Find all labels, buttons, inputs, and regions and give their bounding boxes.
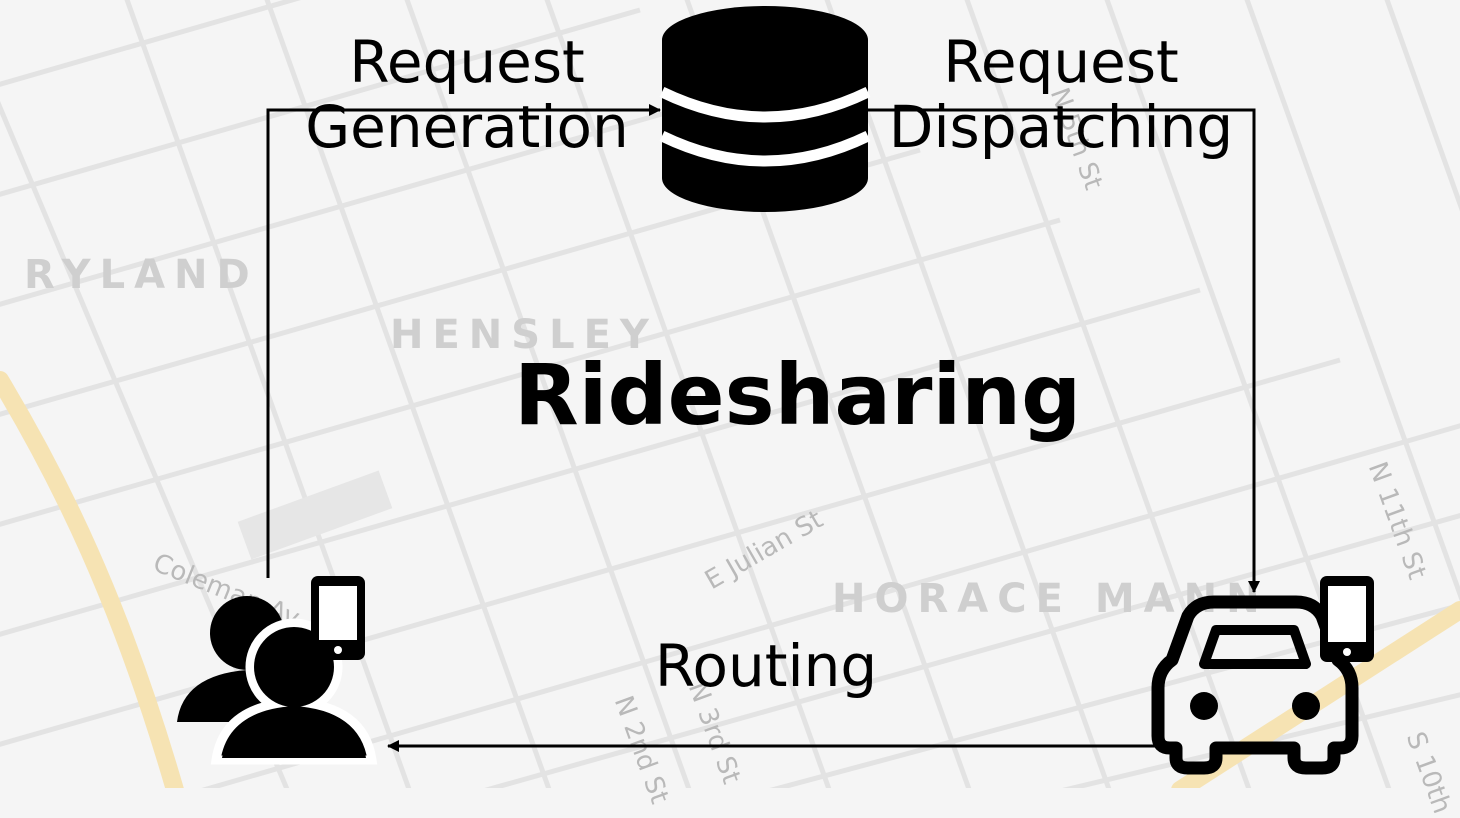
caption-request-dispatching-line2: Dispatching (888, 92, 1234, 161)
street-grid (0, 0, 1460, 788)
map-label-ryland: RYLAND (24, 252, 259, 298)
arrow-request-dispatching (868, 108, 1260, 593)
driver-phone-icon (1320, 576, 1374, 662)
map-label-hensley: HENSLEY (390, 312, 658, 358)
caption-request-generation-line1: Request (349, 28, 585, 96)
car-icon (1151, 595, 1359, 775)
arrow-request-generation (266, 104, 661, 578)
caption-request-generation: Request Generation (292, 30, 642, 160)
diagram-title: Ridesharing (514, 346, 1082, 444)
database-icon (659, 6, 871, 212)
map-background (0, 0, 1460, 788)
caption-routing: Routing (654, 632, 878, 700)
major-roads (0, 371, 1460, 788)
diagram (177, 6, 1374, 775)
park-block (237, 470, 393, 560)
flow-arrows (266, 104, 1260, 752)
users-icon (177, 596, 378, 765)
user-phone-icon (311, 576, 365, 660)
caption-request-dispatching-line1: Request (943, 28, 1179, 96)
caption-request-dispatching: Request Dispatching (876, 30, 1246, 160)
caption-request-generation-line2: Generation (305, 92, 629, 161)
